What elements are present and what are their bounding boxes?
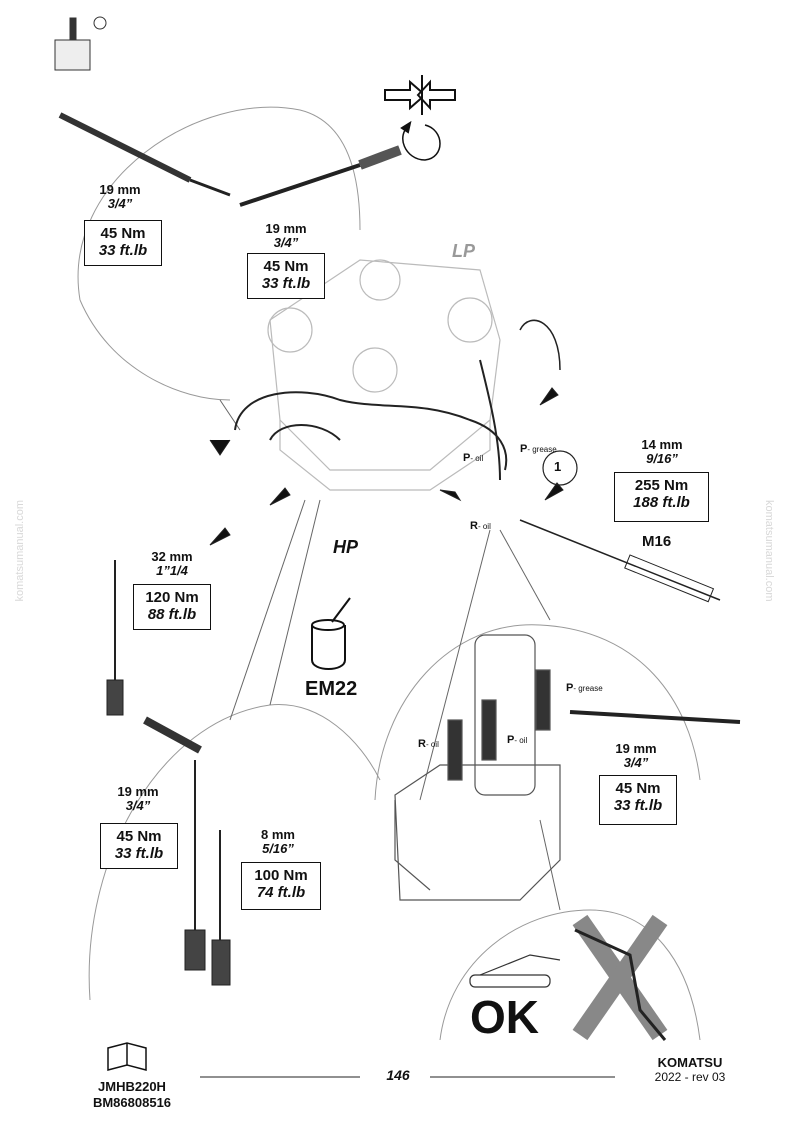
callout-number: 1 <box>554 459 562 474</box>
page-number: 146 <box>386 1067 410 1083</box>
valve-block-illustration <box>394 634 561 901</box>
grease-pot-icon <box>311 597 351 670</box>
ok-label: OK <box>470 991 539 1043</box>
hose-top-left <box>58 112 192 183</box>
hose-bottom-left <box>143 716 202 754</box>
spec-right-detail-size: 19 mm 3/4” <box>615 741 657 771</box>
watermark-right: komatsumanual.com <box>763 500 775 602</box>
lp-label: LP <box>452 241 476 261</box>
m16-label: M16 <box>642 533 672 550</box>
main-bracket-illustration <box>267 259 501 491</box>
footer-model: JMHB220H <box>98 1079 166 1094</box>
hose-top-right <box>239 163 361 207</box>
r-oil-label-detail: R- oil <box>418 738 439 750</box>
spec-left-fitting-size: 32 mm 1”1/4 <box>151 549 193 579</box>
detail-circle-right <box>374 624 701 801</box>
spec-bottom-left-size: 19 mm 3/4” <box>117 784 159 814</box>
p-oil-label-detail: P- oil <box>507 734 528 746</box>
spec-top-left-size: 19 mm 3/4” <box>99 182 141 212</box>
grease-gun-icon <box>469 954 561 988</box>
bolt-m16 <box>519 519 721 601</box>
spec-bottom-mid-size: 8 mm 5/16” <box>261 827 295 857</box>
footer-revision: 2022 - rev 03 <box>654 1070 726 1084</box>
detail-circle-bottom-left <box>88 704 381 1001</box>
footer-brand: KOMATSU <box>657 1055 723 1070</box>
p-grease-label-main: P- grease <box>520 443 557 455</box>
hose-right-detail <box>569 710 741 724</box>
thumbnail-icon <box>54 16 107 71</box>
manual-book-icon <box>107 1042 147 1071</box>
p-grease-label-detail: P- grease <box>566 682 603 694</box>
spec-top-mid-size: 19 mm 3/4” <box>265 221 307 251</box>
detail-circle-bottom-right <box>439 909 701 1041</box>
r-oil-label-main: R- oil <box>470 520 491 532</box>
watermark-left: komatsumanual.com <box>14 500 26 602</box>
footer-code: BM86808516 <box>92 1095 172 1110</box>
detail-circle-top <box>77 106 361 301</box>
p-oil-label-main: P- oil <box>463 452 484 464</box>
callout-circle <box>542 450 578 486</box>
em22-label: EM22 <box>305 678 358 700</box>
torque-symbol-icon <box>384 75 456 161</box>
hp-label: HP <box>333 537 359 557</box>
spec-right-bolt-size: 14 mm 9/16” <box>641 437 683 467</box>
